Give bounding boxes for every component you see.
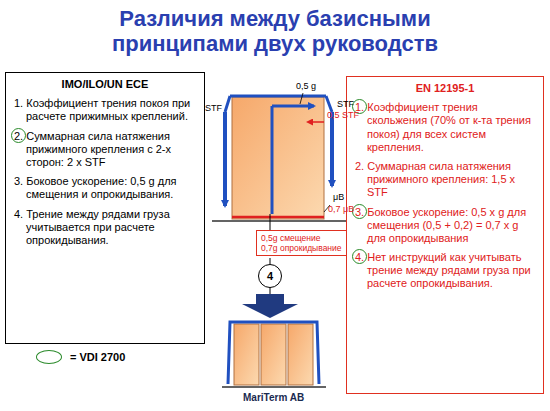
guideline-item: 3. Боковое ускорение: 0,5 g для смещения…: [12, 175, 198, 201]
force-label: 0,5 STF: [327, 111, 359, 121]
force-label: STF: [337, 100, 354, 110]
callout-circle: 4: [258, 264, 282, 288]
guideline-item: 1. Коэффициент трения покоя при расчете …: [12, 97, 198, 123]
force-label: STF: [205, 104, 222, 114]
company-name: MariTerm AB: [243, 392, 304, 403]
guideline-item: 1. Коэффициент трения скольжения (70% от…: [353, 101, 537, 154]
guideline-item: 2. Суммарная сила натяжения прижимного к…: [12, 130, 198, 170]
legend-ring: [36, 350, 62, 364]
highlight-ring: [11, 128, 26, 143]
friction-label: μB: [333, 193, 344, 203]
legend-text: = VDI 2700: [70, 351, 125, 363]
guideline-item: 4. Трение между рядами груза учитывается…: [12, 208, 198, 248]
guideline-item: 3. Боковое ускорение: 0,5 x g для смещен…: [353, 206, 537, 246]
guideline-item: 2. Суммарная сила натяжения прижимного к…: [353, 160, 537, 200]
guideline-item: 4. Нет инструкций как учитывать трение м…: [353, 251, 537, 291]
node-text: 0,5g смещение: [261, 233, 342, 243]
highlight-ring: [352, 249, 367, 264]
guideline-box: EN 12195-1 1. Коэффициент трения скольжен…: [346, 76, 544, 394]
node-text: 4: [267, 271, 273, 282]
guideline-box: IMO/ILO/UN ECE 1. Коэффициент трения поко…: [5, 72, 205, 344]
guideline-heading: EN 12195-1: [353, 82, 537, 95]
highlight-ring: [352, 204, 367, 219]
acceleration-box: 0,5g смещение0,7g опрокидывание: [256, 230, 347, 256]
title: Различия между базисными принципами двух…: [75, 6, 475, 57]
friction-label: 0,7 μB: [328, 205, 354, 215]
acceleration-label: 0,5 g: [296, 82, 316, 92]
guideline-heading: IMO/ILO/UN ECE: [12, 78, 198, 91]
node-text: 0,7g опрокидывание: [261, 243, 342, 253]
